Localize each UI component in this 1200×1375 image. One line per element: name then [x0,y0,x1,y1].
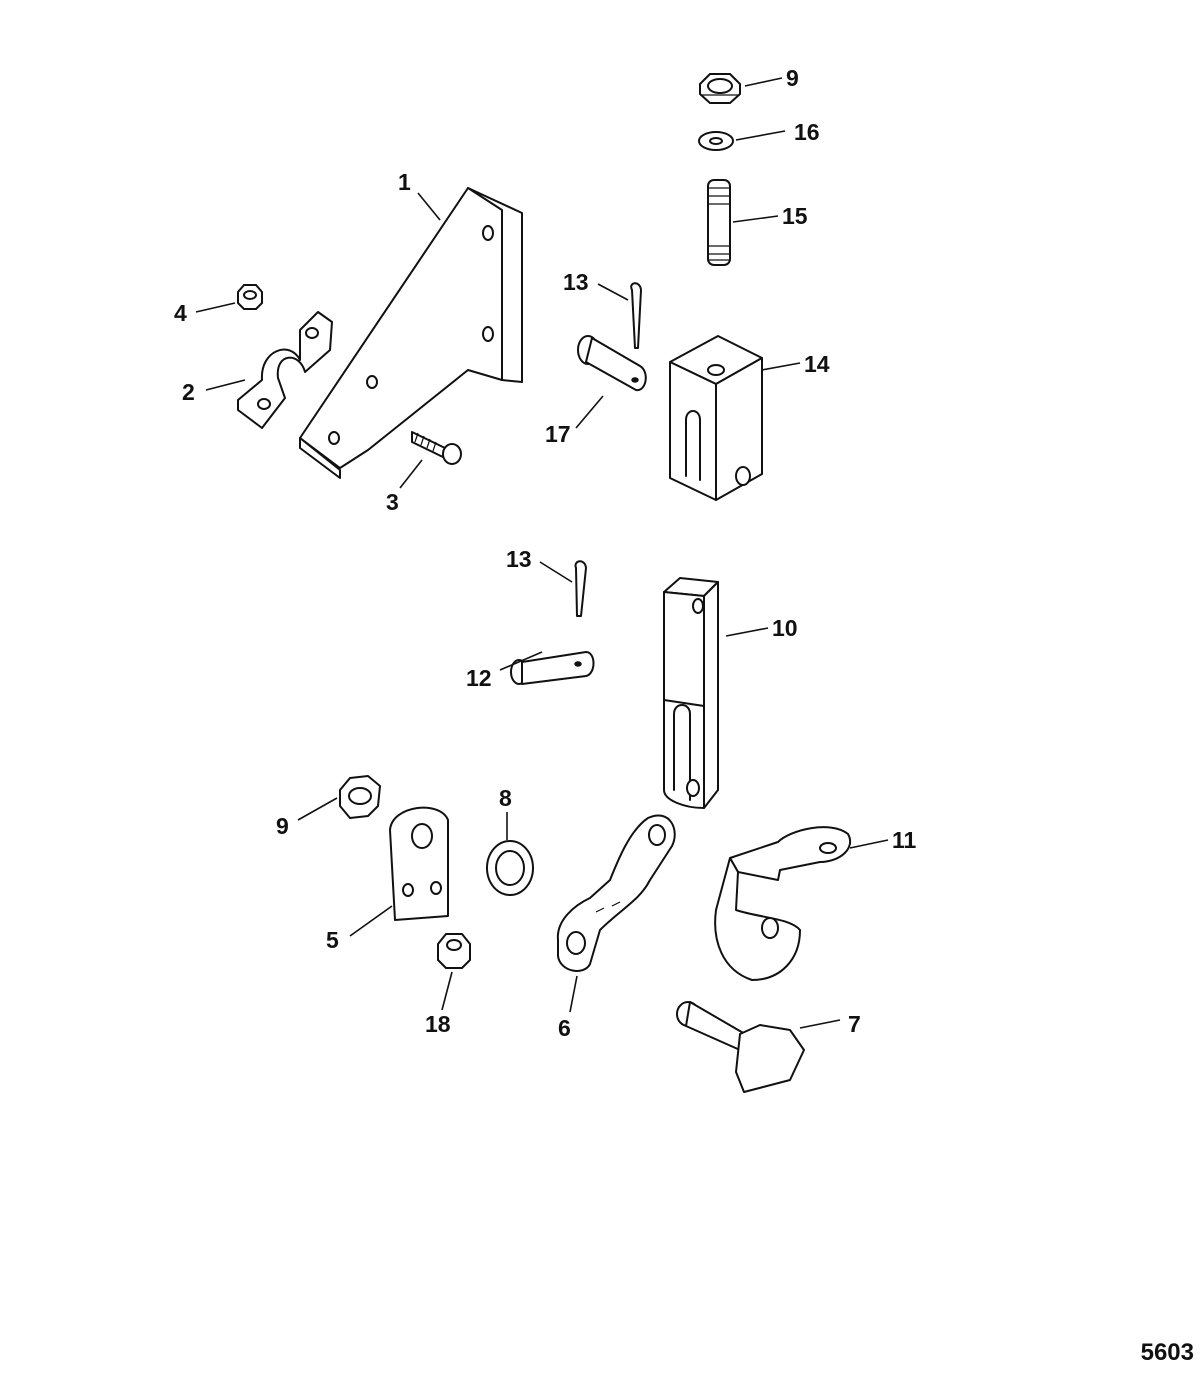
callout-15: 15 [782,203,808,229]
callout-14: 14 [804,351,830,377]
cotter-pin-part-13-middle [574,560,587,617]
leader-18 [441,971,453,1011]
callout-13-top: 13 [563,269,589,295]
leader-9-top [744,77,783,87]
leader-5 [349,905,393,937]
leader-13-middle [539,561,573,583]
leader-2 [205,379,246,391]
leader-10 [725,627,769,637]
leader-7 [799,1019,841,1029]
callout-9-bottom: 9 [276,813,289,839]
washer-part-8 [486,840,534,896]
shift-lever-part-6 [556,814,676,972]
leader-14 [761,362,801,371]
callout-13-middle: 13 [506,546,532,572]
callout-2: 2 [182,379,195,405]
leader-6 [569,975,578,1013]
mounting-plate-part-5 [389,806,449,921]
pivot-pin-part-7 [676,1001,805,1093]
callout-9-top: 9 [786,65,799,91]
callout-7: 7 [848,1011,861,1037]
cable-clamp-part-2 [237,311,333,429]
leader-16 [735,130,786,141]
callout-6: 6 [558,1015,571,1041]
callout-4: 4 [174,300,187,326]
washer-part-16 [698,131,734,151]
clevis-pin-part-12 [510,651,595,685]
leader-lines [195,77,889,1029]
leader-4 [195,302,236,313]
clevis-pin-part-17 [577,335,647,392]
hex-nut-part-9-top [699,73,741,104]
leader-15 [732,215,779,223]
leader-17 [575,395,604,429]
callout-16: 16 [794,119,820,145]
callout-17: 17 [545,421,571,447]
leader-12 [499,651,543,671]
callout-11: 11 [892,827,917,853]
callout-5: 5 [326,927,339,953]
leader-3 [399,459,423,489]
stud-part-15 [707,179,731,266]
screw-part-3 [411,431,462,465]
clevis-yoke-part-10 [663,577,719,809]
leader-11 [849,839,889,849]
callout-3: 3 [386,489,399,515]
leader-1 [417,192,441,221]
cotter-pin-part-13-top [630,282,642,349]
clevis-block-part-14 [669,335,763,501]
callout-10: 10 [772,615,798,641]
callout-18: 18 [425,1011,451,1037]
lock-nut-part-18 [437,933,471,969]
leader-9-bottom [297,797,338,821]
callout-1: 1 [398,169,411,195]
leader-13-top [597,283,629,301]
lock-nut-part-4 [237,284,263,310]
hex-nut-part-9-bottom [339,775,381,819]
callout-8: 8 [499,785,512,811]
callout-numbers: 1 2 3 4 5 6 7 8 9 9 10 11 12 13 13 14 15… [174,65,917,1041]
shift-bracket-part-11 [714,826,851,981]
mounting-bracket-part-1 [299,187,523,479]
figure-number: 5603 [1140,1339,1194,1366]
callout-12: 12 [466,665,492,691]
